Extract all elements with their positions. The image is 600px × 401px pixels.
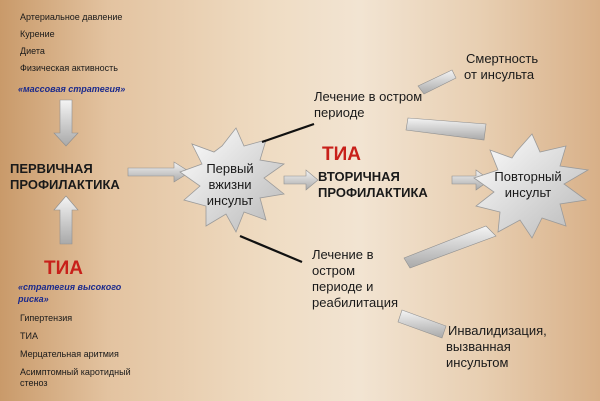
mortality-line1: Смертность — [466, 51, 539, 66]
mortality-line2: от инсульта — [464, 67, 535, 82]
disability-line2: вызванная — [446, 339, 511, 354]
factor-carotid-stenosis-line2: стеноз — [20, 378, 48, 388]
acute-rehab-line4: реабилитация — [312, 295, 399, 310]
primary-prevention-line2: ПРОФИЛАКТИКА — [10, 177, 120, 192]
disability-line3: инсультом — [446, 355, 509, 370]
arrow-primary-to-first-stroke — [127, 161, 191, 183]
acute-rehab-line3: периоде и — [312, 279, 374, 294]
acute-treatment-line1: Лечение в остром — [314, 89, 423, 104]
factor-tia: ТИА — [20, 331, 38, 341]
high-risk-strategy-line1: «стратегия высокого — [18, 282, 122, 292]
arrow-to-disability — [397, 309, 447, 339]
primary-prevention-line1: ПЕРВИЧНАЯ — [10, 161, 93, 176]
arrow-up-to-primary — [53, 195, 79, 245]
factor-hypertension: Гипертензия — [20, 313, 73, 323]
arrow-recurrent-to-rehab — [403, 225, 497, 269]
arrow-secondary-to-recurrent — [451, 169, 491, 191]
factor-physical-activity: Физическая активность — [20, 63, 118, 73]
line-to-acute-treatment — [261, 122, 315, 144]
acute-rehab-line2: остром — [312, 263, 356, 278]
acute-rehab-line1: Лечение в — [312, 247, 374, 262]
disability-line1: Инвалидизация, — [448, 323, 547, 338]
arrow-down-to-primary — [53, 99, 79, 147]
high-risk-strategy-line2: риска» — [18, 294, 49, 304]
first-stroke-line3: инсульт — [206, 193, 254, 208]
factor-blood-pressure: Артериальное давление — [20, 12, 123, 22]
first-stroke-line2: вжизни — [208, 177, 252, 192]
factor-carotid-stenosis-line1: Асимптомный каротидный — [20, 367, 131, 377]
line-to-acute-rehab — [239, 234, 303, 264]
arrow-to-mortality-left — [405, 117, 487, 141]
factor-atrial-fibrillation: Мерцательная аритмия — [20, 349, 119, 359]
secondary-prevention-line1: ВТОРИЧНАЯ — [318, 169, 400, 184]
acute-treatment-line2: периоде — [314, 105, 365, 120]
first-stroke-line1: Первый — [206, 161, 254, 176]
first-stroke-burst — [179, 127, 286, 233]
arrow-to-mortality-right — [417, 69, 457, 95]
mass-strategy-label: «массовая стратегия» — [18, 84, 126, 94]
factor-smoking: Курение — [20, 29, 55, 39]
recurrent-stroke-line1: Повторный — [494, 169, 562, 184]
arrow-first-to-secondary — [283, 169, 319, 191]
secondary-prevention-line2: ПРОФИЛАКТИКА — [318, 185, 428, 200]
tia-left-label: ТИА — [44, 258, 83, 279]
recurrent-stroke-line2: инсульт — [504, 185, 552, 200]
tia-center-label: ТИА — [322, 144, 361, 165]
factor-diet: Диета — [20, 46, 45, 56]
recurrent-stroke-burst — [473, 133, 590, 239]
